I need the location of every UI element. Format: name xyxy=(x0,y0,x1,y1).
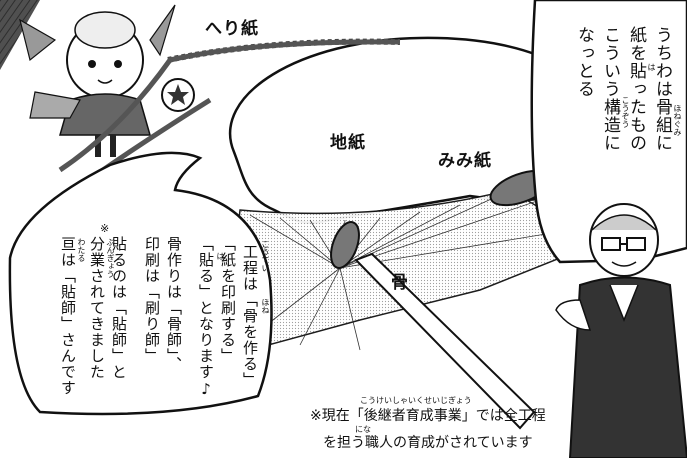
furigana: こうてい xyxy=(261,240,270,272)
footnote-line: を担う職人の育成がされています xyxy=(323,435,533,451)
left-bubble-line: 分業されてきました xyxy=(88,236,106,380)
furigana: わたる xyxy=(77,238,86,262)
left-bubble-line: 骨作りは「骨師」、 xyxy=(165,236,183,373)
right-bubble-line: なっとる xyxy=(574,26,594,98)
footnote-line: ※現在「後継者育成事業」では全工程 xyxy=(310,408,546,424)
label-mimi-paper: みみ紙 xyxy=(438,151,492,171)
left-bubble-line: 工程は「骨を作る」 xyxy=(241,244,259,388)
man-with-glasses-character-icon xyxy=(555,203,687,458)
furigana: ぶんぎょう xyxy=(106,238,115,278)
label-heri-paper: へり紙 xyxy=(205,19,259,39)
left-bubble-line: 「貼る」となります♪ xyxy=(197,236,215,399)
right-bubble-line: 紙を貼ったもの xyxy=(626,26,646,152)
footnote-furigana: にな xyxy=(355,425,371,434)
note-mark: ※ xyxy=(100,222,110,235)
left-bubble-line: 印刷は「刷り師」 xyxy=(143,236,161,364)
left-bubble-line: 亘は「貼師」さんです xyxy=(59,236,77,396)
label-bone: 骨 xyxy=(391,273,409,293)
furigana: こうぞう xyxy=(621,96,630,128)
furigana: ほね xyxy=(261,298,270,314)
footnote-furigana: こうけいしゃいくせいじぎょう xyxy=(360,396,472,405)
furigana: は xyxy=(647,63,656,71)
right-bubble-line: こういう構造に xyxy=(600,26,620,152)
right-bubble-line: うちわは骨組に xyxy=(652,26,672,152)
label-ji-paper: 地紙 xyxy=(330,133,366,153)
left-bubble-line: 貼るのは「貼師」と xyxy=(110,236,128,380)
left-bubble-line: 「紙を印刷する」 xyxy=(219,236,237,364)
speech-bubble-left xyxy=(8,151,273,416)
furigana: ほねぐみ xyxy=(673,104,682,136)
furigana: は xyxy=(216,252,225,260)
speech-bubble-right xyxy=(530,0,687,264)
